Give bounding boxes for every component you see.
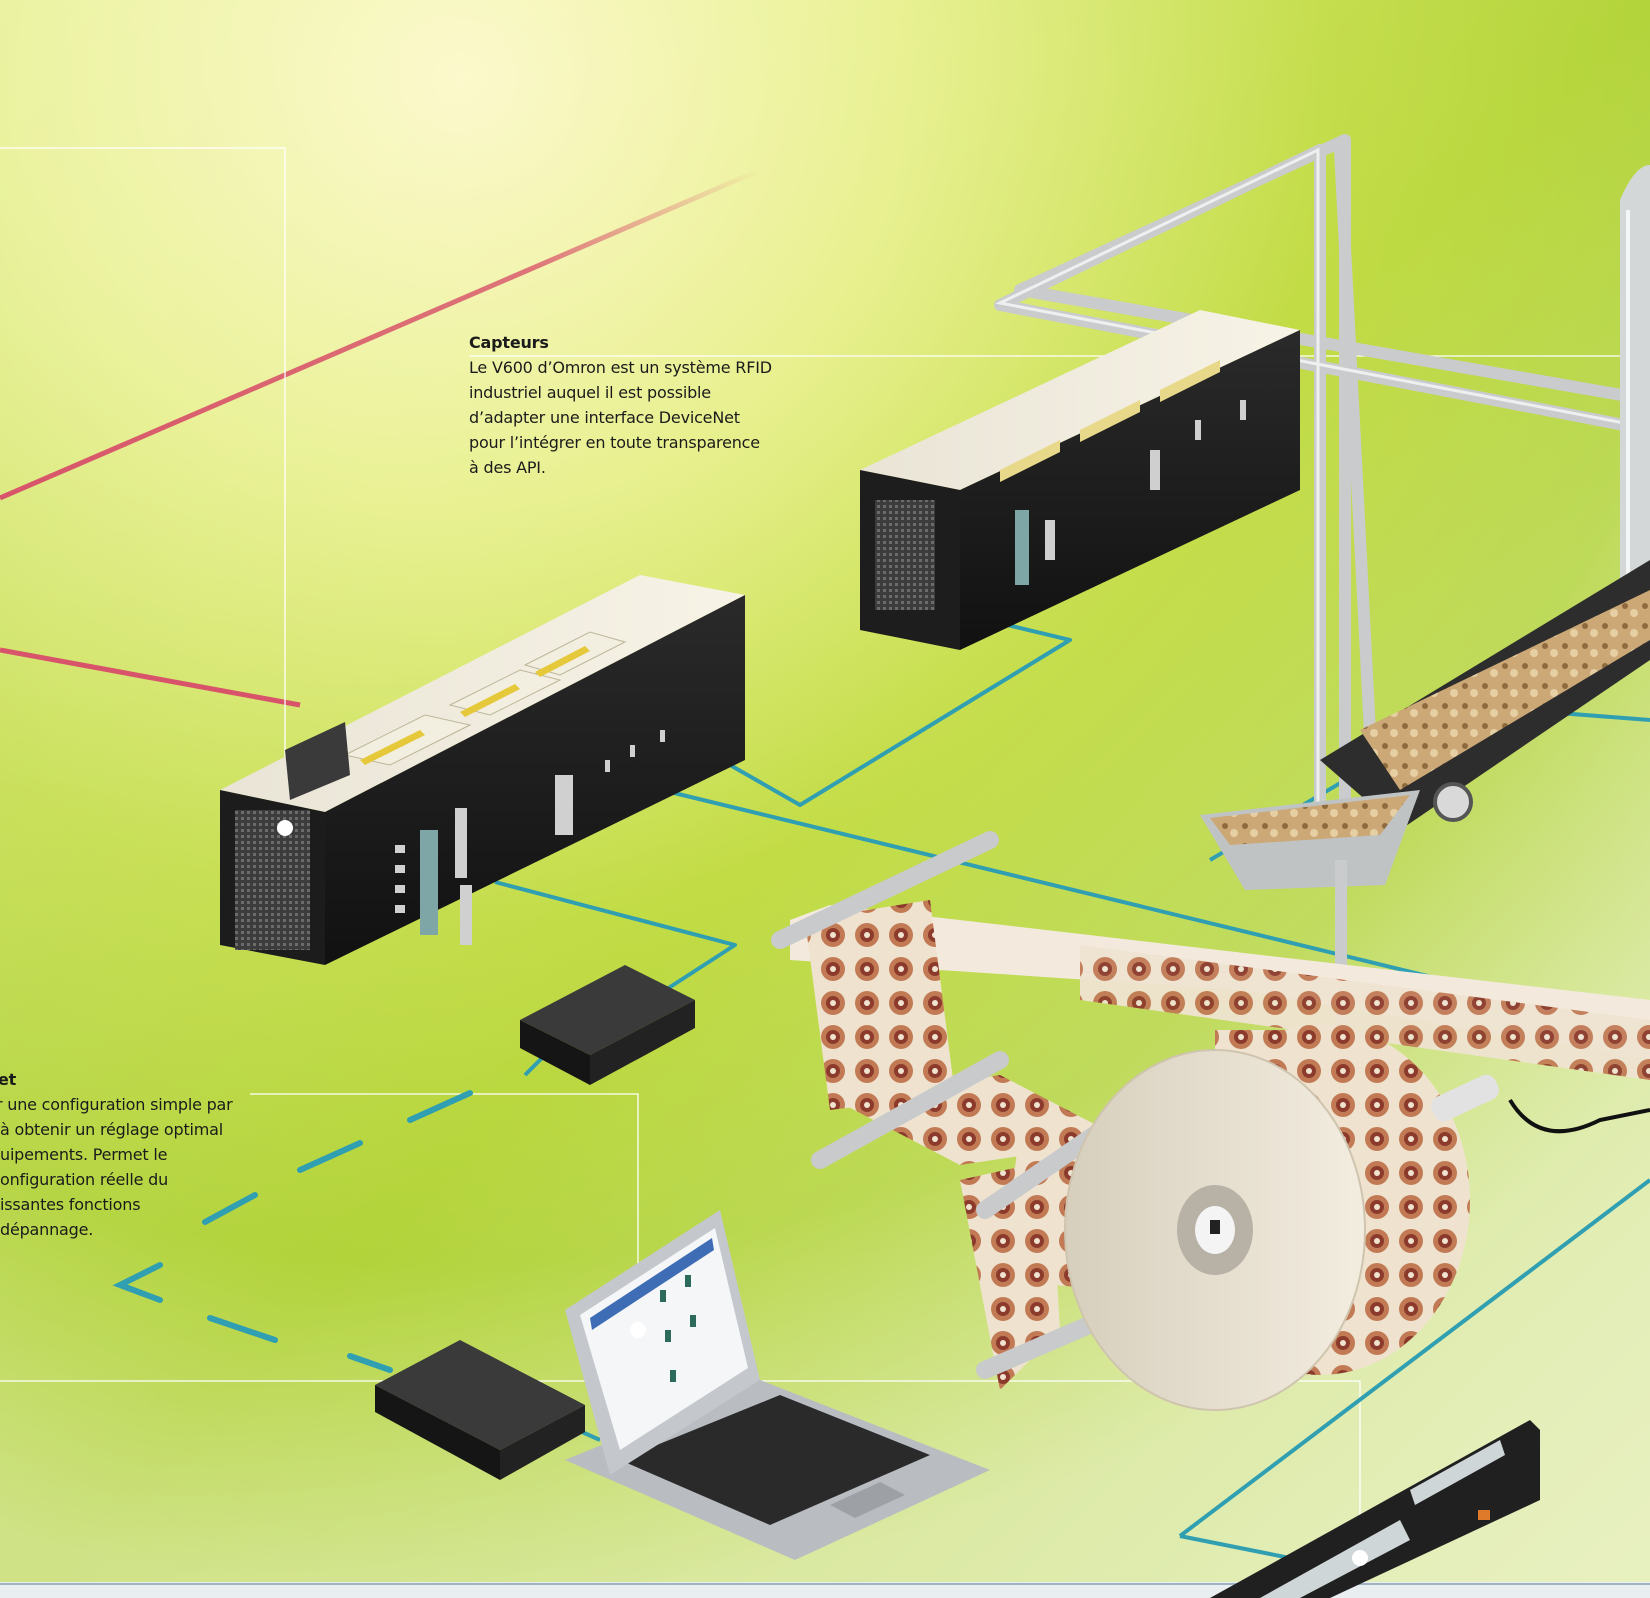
plc-rack-rear <box>860 310 1300 650</box>
wireless-link <box>112 1090 473 1373</box>
devicenet-interface-bottom <box>375 1340 585 1480</box>
callout-devicenet-line: issantes fonctions <box>0 1195 141 1214</box>
callout-capteurs-title: Capteurs <box>469 333 549 352</box>
silo <box>1620 165 1650 600</box>
callout-devicenet-line: à obtenir un réglage optimal <box>0 1120 224 1139</box>
callout-devicenet-line: dépannage. <box>0 1220 94 1239</box>
io-controller <box>1210 1420 1540 1598</box>
callout-capteurs-line: Le V600 d’Omron est un système RFID <box>469 358 772 377</box>
conveyor-and-hopper <box>1200 560 1650 1040</box>
callout-capteurs-line: d’adapter une interface DeviceNet <box>469 408 740 427</box>
laptop-configurator <box>565 1210 990 1560</box>
red-cable-to-plc <box>0 647 301 708</box>
callout-devicenet-line: r une configuration simple par <box>0 1095 233 1114</box>
packaging-film-web <box>771 831 1650 1390</box>
film-roll <box>1064 1025 1470 1411</box>
callout-dots <box>277 820 1368 1566</box>
callout-capteurs-line: industriel auquel il est possible <box>469 383 711 402</box>
callout-devicenet-line: onfiguration réelle du <box>0 1170 169 1189</box>
callout-devicenet-title: et <box>0 1070 17 1089</box>
callout-capteurs: Capteurs Le V600 d’Omron est un système … <box>469 330 772 480</box>
callout-dot-plc <box>277 820 293 836</box>
photoelectric-sensor <box>1431 1074 1650 1134</box>
red-ethernet-cable <box>0 167 761 501</box>
callout-devicenet: et r une configuration simple par à obte… <box>0 1067 456 1242</box>
callout-devicenet-line: uipements. Permet le <box>0 1145 168 1164</box>
callout-capteurs-line: pour l’intégrer en toute transparence <box>469 433 760 452</box>
callout-dot-controller <box>1352 1550 1368 1566</box>
callout-dot-laptop <box>630 1322 646 1338</box>
callout-capteurs-line: à des API. <box>469 458 546 477</box>
devicenet-interface-top <box>520 965 695 1085</box>
plc-rack-front <box>220 575 745 965</box>
